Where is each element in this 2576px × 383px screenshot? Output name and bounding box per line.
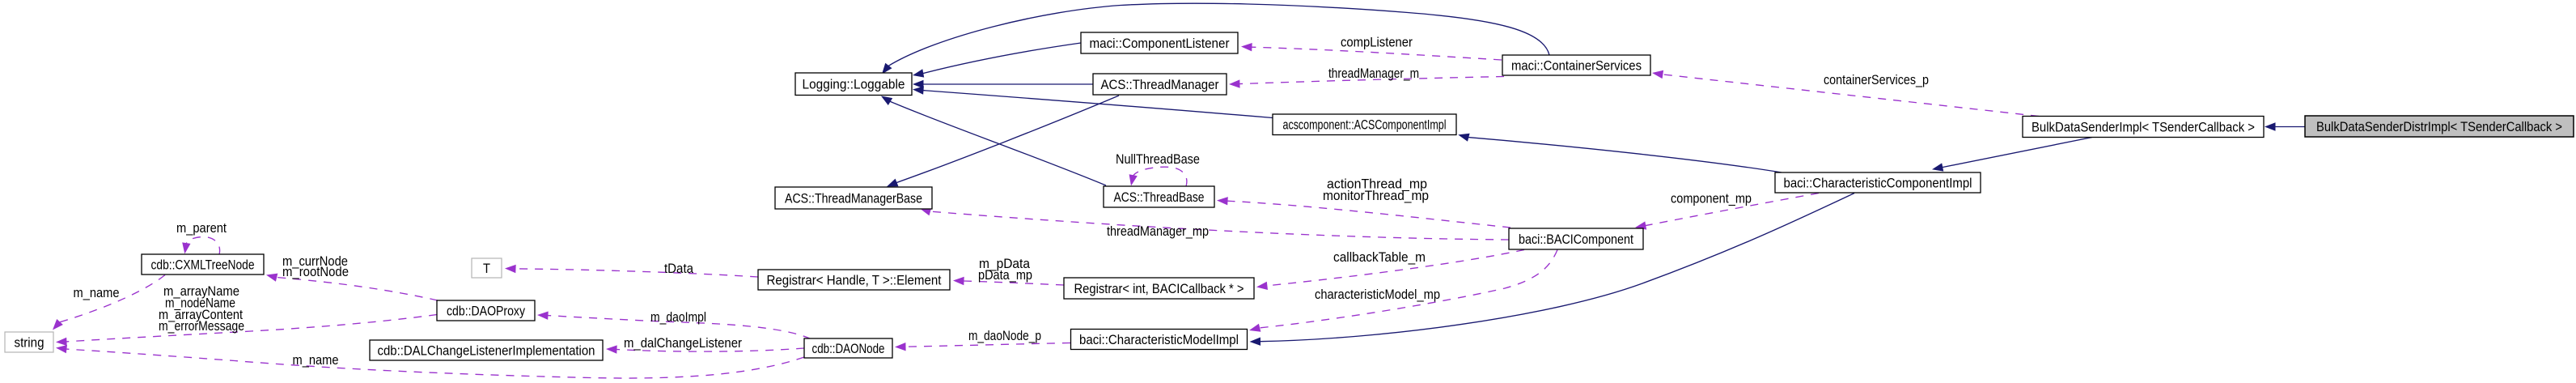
svg-text:m_errorMessage: m_errorMessage — [159, 319, 244, 334]
svg-text:threadManager_m: threadManager_m — [1328, 66, 1419, 81]
svg-text:Registrar< int, BACICallback *: Registrar< int, BACICallback * > — [1074, 282, 1244, 296]
svg-text:m_rootNode: m_rootNode — [282, 265, 349, 279]
svg-text:string: string — [15, 335, 44, 350]
svg-text:cdb::DAONode: cdb::DAONode — [812, 342, 885, 356]
svg-text:NullThreadBase: NullThreadBase — [1116, 152, 1200, 167]
svg-text:cdb::DALChangeListenerImplemen: cdb::DALChangeListenerImplementation — [378, 343, 595, 358]
svg-text:maci::ComponentListener: maci::ComponentListener — [1090, 36, 1230, 51]
svg-text:monitorThread_mp: monitorThread_mp — [1323, 189, 1429, 203]
svg-text:m_arrayName: m_arrayName — [163, 284, 239, 299]
svg-text:baci::BACIComponent: baci::BACIComponent — [1519, 232, 1633, 247]
svg-text:m_parent: m_parent — [176, 221, 227, 236]
svg-text:m_dalChangeListener: m_dalChangeListener — [624, 336, 742, 351]
svg-text:m_name: m_name — [293, 353, 339, 368]
svg-text:actionThread_mp: actionThread_mp — [1327, 177, 1427, 192]
svg-text:component_mp: component_mp — [1671, 192, 1752, 206]
svg-text:m_daoImpl: m_daoImpl — [650, 310, 706, 325]
svg-text:m_currNode: m_currNode — [282, 254, 348, 269]
svg-text:maci::ContainerServices: maci::ContainerServices — [1511, 58, 1642, 73]
svg-text:tData: tData — [664, 262, 694, 276]
svg-text:threadManager_mp: threadManager_mp — [1107, 224, 1209, 239]
svg-text:baci::CharacteristicModelImpl: baci::CharacteristicModelImpl — [1079, 333, 1239, 347]
svg-text:containerServices_p: containerServices_p — [1824, 73, 1929, 87]
svg-text:BulkDataSenderDistrImpl< TSend: BulkDataSenderDistrImpl< TSenderCallback… — [2316, 120, 2562, 134]
svg-text:Registrar< Handle, T >::Elemen: Registrar< Handle, T >::Element — [767, 273, 942, 287]
svg-text:characteristicModel_mp: characteristicModel_mp — [1315, 287, 1440, 302]
svg-text:cdb::CXMLTreeNode: cdb::CXMLTreeNode — [151, 257, 255, 272]
svg-text:acscomponent::ACSComponentImpl: acscomponent::ACSComponentImpl — [1283, 118, 1447, 133]
svg-text:callbackTable_m: callbackTable_m — [1333, 250, 1426, 265]
svg-text:m_daoNode_p: m_daoNode_p — [968, 329, 1041, 343]
svg-text:BulkDataSenderImpl< TSenderCal: BulkDataSenderImpl< TSenderCallback > — [2032, 120, 2255, 134]
svg-text:cdb::DAOProxy: cdb::DAOProxy — [447, 304, 526, 318]
svg-text:T: T — [483, 262, 490, 276]
svg-text:ACS::ThreadManager: ACS::ThreadManager — [1101, 78, 1219, 92]
svg-text:m_nodeName: m_nodeName — [165, 296, 235, 311]
svg-text:pData_mp: pData_mp — [978, 268, 1032, 283]
svg-text:m_pData: m_pData — [979, 257, 1031, 271]
svg-text:ACS::ThreadBase: ACS::ThreadBase — [1114, 190, 1205, 205]
svg-text:Logging::Loggable: Logging::Loggable — [803, 78, 905, 92]
svg-text:m_arrayContent: m_arrayContent — [159, 308, 243, 322]
svg-text:baci::CharacteristicComponentI: baci::CharacteristicComponentImpl — [1784, 176, 1972, 190]
svg-text:compListener: compListener — [1341, 36, 1413, 50]
svg-text:ACS::ThreadManagerBase: ACS::ThreadManagerBase — [785, 191, 922, 206]
svg-text:m_name: m_name — [74, 286, 120, 300]
